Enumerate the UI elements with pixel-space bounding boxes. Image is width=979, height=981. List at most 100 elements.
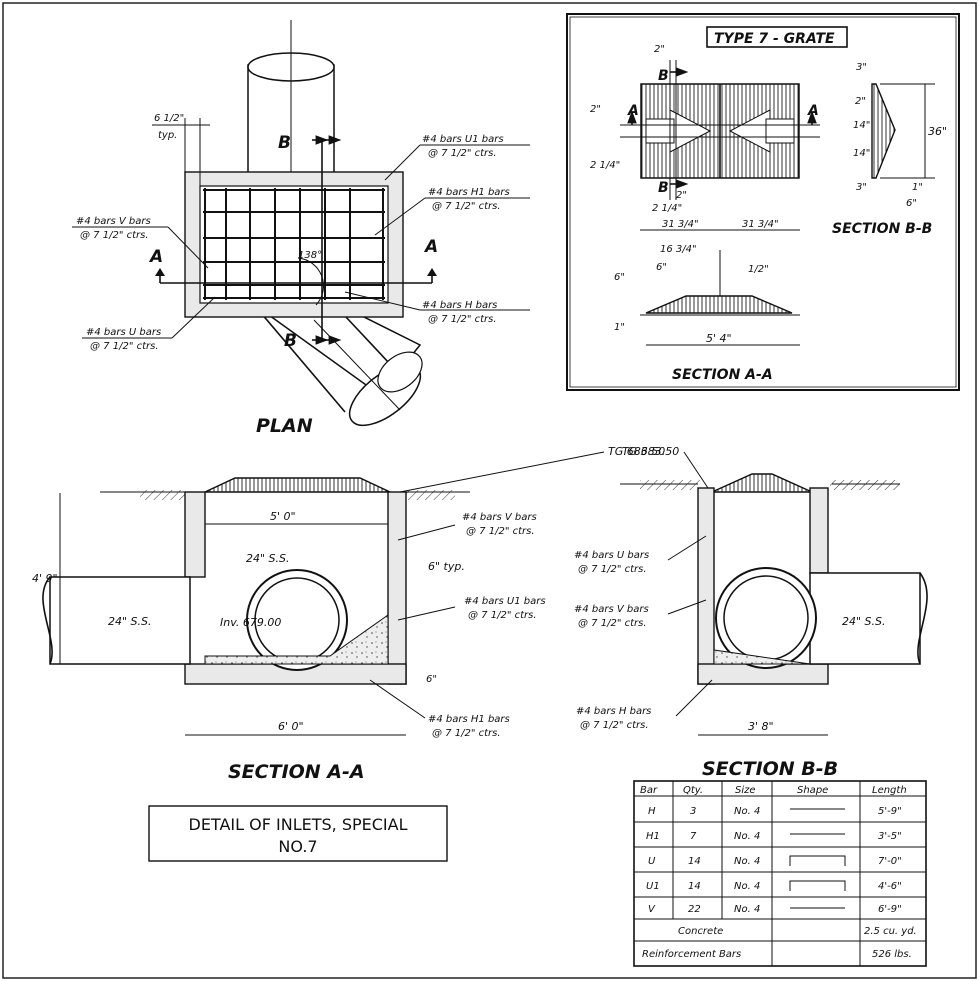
bb-h-ctrs: @ 7 1/2" ctrs. [580,720,649,731]
aa-v-label: #4 bars V bars [462,512,537,523]
aa-pipe-in: 24" S.S. [246,552,290,565]
grate-a-right: A [807,103,819,119]
plan-h-label: #4 bars H bars [422,300,497,311]
grate-dim-2q-left: 2 1/4" [590,160,620,171]
grate-a-left: A [627,103,639,119]
detail-title-box: DETAIL OF INLETS, SPECIAL NO.7 [148,805,448,862]
svg-text:14: 14 [688,881,701,892]
section-aa-view: TG 683.50 5' 0" 4' 9" 24" S.S. 24" S.S. … [32,445,665,783]
grate-dim-half: 1/2" [748,264,769,275]
grate-dim-2-top: 2" [654,44,665,55]
bb-u-label: #4 bars U bars [574,550,649,561]
plan-angle: 138° [298,250,322,261]
grate-dim-16: 16 3/4" [660,244,697,255]
reinf-label: Reinforcement Bars [642,949,741,960]
grate-dim-6-left: 6" [656,262,667,273]
aa-typ6: 6" typ. [428,560,465,573]
table-row: H 3 No. 4 5'-9" [648,806,902,817]
grate-dim-3-top: 3" [856,62,867,73]
svg-text:No. 4: No. 4 [734,831,760,842]
svg-text:V: V [648,904,656,915]
grate-b-bottom: B [658,180,669,196]
aa-title: SECTION A-A [228,761,365,783]
bb-v-ctrs: @ 7 1/2" ctrs. [578,618,647,629]
detail-title-line2: NO.7 [278,837,317,856]
svg-text:4'-6": 4'-6" [878,881,902,892]
table-row: U 14 No. 4 7'-0" [648,855,902,867]
aa-u1-label: #4 bars U1 bars [464,596,546,607]
bb-v-label: #4 bars V bars [574,604,649,615]
th-length: Length [872,785,907,796]
plan-sec-a-right: A [423,237,438,257]
plan-v-label: #4 bars V bars [76,216,151,227]
bar-schedule-table: Bar Qty. Size Shape Length H 3 No. 4 5'-… [633,780,927,967]
plan-u-label: #4 bars U bars [86,327,161,338]
plan-sec-a-left: A [148,247,163,267]
plan-h1-ctrs: @ 7 1/2" ctrs. [432,201,501,212]
svg-text:H: H [648,806,656,817]
plan-u-ctrs: @ 7 1/2" ctrs. [90,341,159,352]
bb-h-label: #4 bars H bars [576,706,651,717]
aa-dim-60: 6' 0" [278,720,304,733]
svg-text:5'-9": 5'-9" [878,806,902,817]
plan-h1-label: #4 bars H1 bars [428,187,510,198]
aa-inv: Inv. 679.00 [220,616,281,629]
grate-dim-31b: 31 3/4" [742,219,779,230]
plan-dim-typ: typ. [158,130,177,141]
svg-text:14: 14 [688,856,701,867]
grate-dim-1-vert: 1" [614,322,625,333]
svg-text:7'-0": 7'-0" [878,856,902,867]
aa-dim-49: 4' 9" [32,572,58,585]
detail-title-line1: DETAIL OF INLETS, SPECIAL [189,815,408,834]
grate-section-aa: SECTION A-A [672,367,773,383]
grate-bb-14b: 14" [853,148,870,159]
svg-text:6'-9": 6'-9" [878,904,902,915]
svg-text:3: 3 [690,806,696,817]
bb-title: SECTION B-B [702,758,838,780]
grate-bb-6: 6" [906,198,917,209]
grate-bb-2: 2" [855,96,866,107]
plan-u1-label: #4 bars U1 bars [422,134,504,145]
bb-tg: TG 683.50 [622,445,679,458]
grate-bb-14a: 14" [853,120,870,131]
aa-v-ctrs: @ 7 1/2" ctrs. [466,526,535,537]
concrete-value: 2.5 cu. yd. [864,926,917,937]
th-qty: Qty. [683,785,703,796]
plan-title: PLAN [256,415,313,437]
grate-dim-6-vert: 6" [614,272,625,283]
plan-sec-b-top: B [278,133,291,153]
grate-bb-3: 3" [856,182,867,193]
table-row: V 22 No. 4 6'-9" [648,904,902,915]
bb-pipe: 24" S.S. [842,615,886,628]
grate-section-bb: SECTION B-B [832,221,932,237]
grate-dim-2-mid: 2" [676,190,687,201]
concrete-label: Concrete [678,926,723,937]
svg-text:3'-5": 3'-5" [878,831,902,842]
aa-dim-6b: 6" [426,674,437,685]
svg-text:No. 4: No. 4 [734,806,760,817]
grate-dim-2-left: 2" [590,104,601,115]
plan-dim-6half: 6 1/2" [154,113,184,124]
svg-text:U: U [648,856,656,867]
aa-h1-label: #4 bars H1 bars [428,714,510,725]
bb-u-ctrs: @ 7 1/2" ctrs. [578,564,647,575]
grate-dim-54: 5' 4" [706,332,732,345]
grate-bb-36: 36" [928,125,947,138]
aa-pipe-out: 24" S.S. [108,615,152,628]
aa-tg: TG 683.50 [608,445,665,458]
svg-text:22: 22 [688,904,701,915]
th-size: Size [735,785,756,796]
aa-dim-50: 5' 0" [270,510,296,523]
svg-text:No. 4: No. 4 [734,856,760,867]
section-bb-view: TG 683.50 #4 bars U bars @ 7 1/2" ctrs. … [574,445,928,780]
plan-v-ctrs: @ 7 1/2" ctrs. [80,230,149,241]
th-bar: Bar [640,785,658,796]
svg-text:7: 7 [690,831,697,842]
grate-dim-31a: 31 3/4" [662,219,699,230]
svg-text:H1: H1 [646,831,660,842]
plan-sec-b-bottom: B [284,331,297,351]
grate-bb-1: 1" [912,182,923,193]
aa-h1-ctrs: @ 7 1/2" ctrs. [432,728,501,739]
